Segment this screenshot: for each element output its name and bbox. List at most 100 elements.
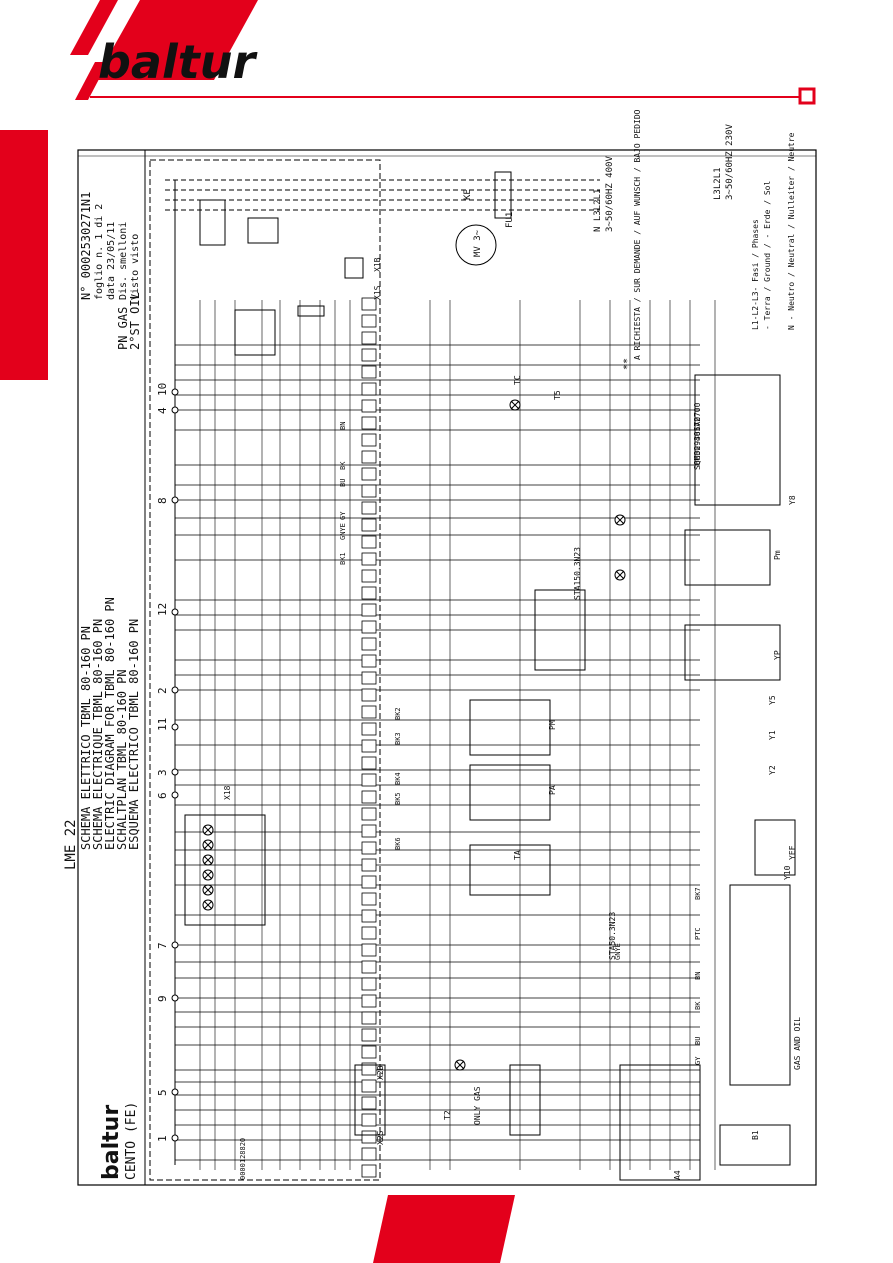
b1-box xyxy=(719,1124,791,1166)
component-boxes xyxy=(184,374,796,1181)
wire-label: GNYE xyxy=(339,523,347,540)
title-line-5: ESQUEMA ELECTRICO TBML 80-160 PN xyxy=(127,619,141,850)
ta-box xyxy=(469,844,551,896)
component-label: SQM30-401A2700 xyxy=(693,402,702,470)
lamp-icon xyxy=(202,899,214,911)
title-line-4: SCHALTPLAN TBML 80-160 PN xyxy=(115,669,129,850)
terminal-dot xyxy=(171,941,179,949)
wire-label: BK1 xyxy=(339,552,347,565)
wire-label: GY xyxy=(339,511,347,520)
terminal-block xyxy=(361,399,377,413)
wire-label: BU xyxy=(339,479,347,487)
terminal-dot xyxy=(171,608,179,616)
terminal-block xyxy=(361,1113,377,1127)
title-line-2: SCHEMA ELECTRIQUE TBML 80-160 PN xyxy=(91,619,105,850)
terminal-block xyxy=(361,331,377,345)
footer-tab xyxy=(373,1195,515,1263)
terminal-block xyxy=(361,365,377,379)
footer-red-shape xyxy=(373,1195,515,1263)
x18-lamp-block xyxy=(184,814,266,926)
control-box-label: LME 22 xyxy=(63,819,79,870)
fuse-f1-block xyxy=(247,217,279,244)
component-label: X1S xyxy=(373,285,382,300)
terminal-number: 3 xyxy=(156,769,169,776)
yef-box xyxy=(754,819,796,876)
terminal-block xyxy=(361,416,377,430)
terminal-dot xyxy=(171,686,179,694)
component-label: X2S xyxy=(376,1130,385,1145)
component-label: PM xyxy=(548,720,557,730)
component-label: X18 xyxy=(223,785,232,800)
wire-label: BK2 xyxy=(394,707,402,720)
terminal-block xyxy=(361,960,377,974)
lamp-icon xyxy=(454,1059,466,1071)
header-rule-end-square xyxy=(798,87,816,105)
title-line-3: ELECTRIC DIAGRAM FOR TBML 80-160 PN xyxy=(103,597,117,850)
logo-red-shape-small xyxy=(75,62,108,100)
terminal-block xyxy=(361,518,377,532)
legend-double-star: ** xyxy=(622,358,633,370)
fuse-fu1-label: FU1 xyxy=(505,212,515,228)
sheet-number: foglio n. 1 di 2 xyxy=(94,204,105,300)
terminal-block xyxy=(361,739,377,753)
component-label: X2B xyxy=(376,1065,385,1080)
legend-phases: L1-L2-L3- Fasi / Phases xyxy=(751,219,760,330)
terminal-block xyxy=(361,807,377,821)
logo-red-shape-left xyxy=(70,0,118,55)
wire-label: BK5 xyxy=(394,792,402,805)
y8-actuator xyxy=(694,374,781,506)
terminal-dot xyxy=(171,994,179,1002)
terminal-block xyxy=(361,535,377,549)
supply-400-lines: N L3L2L1 xyxy=(593,189,603,232)
terminal-number: 2 xyxy=(156,687,169,694)
lamp-icon xyxy=(614,569,626,581)
terminal-number: 6 xyxy=(156,792,169,799)
component-label: TA xyxy=(513,850,522,860)
terminal-block xyxy=(361,450,377,464)
terminal-block xyxy=(361,620,377,634)
terminal-dot xyxy=(171,406,179,414)
terminal-number: 10 xyxy=(156,383,169,396)
small-code: 0000128820 xyxy=(239,1138,247,1180)
component-label: Y2 xyxy=(768,765,777,775)
terminal-block xyxy=(361,552,377,566)
terminal-block xyxy=(361,1062,377,1076)
checked-by: Visto visto xyxy=(130,234,141,300)
wire-label: BN xyxy=(694,972,702,980)
ups-box xyxy=(534,589,586,671)
terminal-block xyxy=(361,314,377,328)
terminal-dot xyxy=(171,723,179,731)
legend-neutral: N - Neutro / Neutral / Nulleiter / Neutr… xyxy=(787,132,796,330)
terminal-block xyxy=(361,722,377,736)
terminal-number: 11 xyxy=(156,718,169,731)
wire-label: BK3 xyxy=(394,732,402,745)
terminal-block xyxy=(361,1147,377,1161)
terminal-block xyxy=(361,1028,377,1042)
gas-only-block xyxy=(509,1064,541,1136)
terminal-block xyxy=(361,892,377,906)
fuse-fu1 xyxy=(494,171,512,219)
side-red-band xyxy=(0,130,48,380)
terminal-block xyxy=(361,603,377,617)
component-label: YP xyxy=(773,650,782,660)
y10-board xyxy=(729,884,791,1086)
component-label: T5 xyxy=(553,390,562,400)
terminal-block xyxy=(361,926,377,940)
wire-label: BK7 xyxy=(694,887,702,900)
terminal-dot xyxy=(171,768,179,776)
wire-label: BN xyxy=(339,422,347,430)
terminal-block xyxy=(361,705,377,719)
component-label: Y10 xyxy=(783,865,792,880)
terminal-block xyxy=(361,875,377,889)
terminal-number: 12 xyxy=(156,603,169,616)
signal-lamps xyxy=(202,399,626,1071)
lamp-icon xyxy=(202,854,214,866)
legend-on-request: A RICHIESTA / SUR DEMANDE / AUF WUNSCH /… xyxy=(633,109,642,360)
terminal-block xyxy=(361,943,377,957)
legend-earth: - Terra / Ground / - Erde / Sol xyxy=(763,181,772,330)
terminal-block xyxy=(361,569,377,583)
diagram-frame xyxy=(77,149,817,1186)
component-label: YEF xyxy=(788,845,797,860)
terminal-blocks xyxy=(361,297,377,1178)
